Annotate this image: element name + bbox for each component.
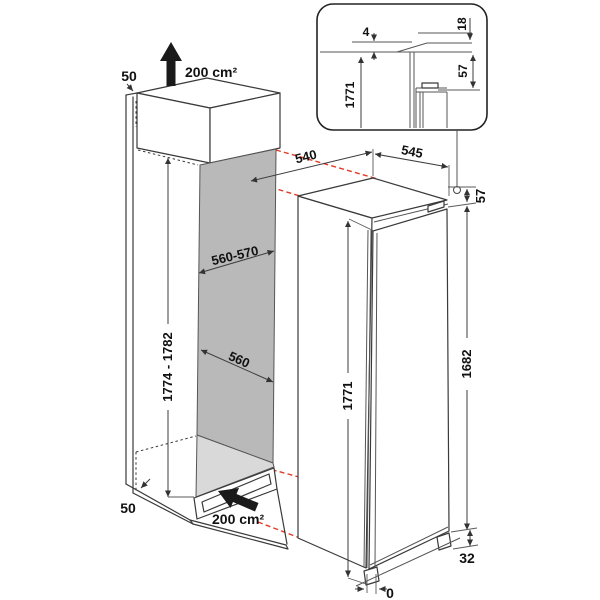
ext-door-bottom [450,527,478,533]
floor-line [355,537,461,587]
top-vent-duct [136,77,281,164]
bottom-clearance-label: 50 [120,500,136,516]
dim-depth-line [250,150,373,183]
top-clearance-leader [126,83,134,92]
wall-top-edge [125,92,138,96]
cabinet-niche [125,77,289,550]
hidden-edge-niche-top [137,149,199,166]
appliance-height-label: 1771 [340,382,355,411]
ext-foot-bottom [452,544,479,550]
bottom-clearance-leader [140,478,151,489]
inset-air-deflector [396,32,472,53]
dimension-labels: 50 200 cm² 560-570 560 1774 - 1782 50 20… [120,17,488,600]
top-vent-area-label: 200 cm² [185,64,237,80]
detail-inset [316,3,488,194]
inset-deflector-label: 18 [455,17,469,31]
inset-gap-label: 4 [363,25,370,39]
door-height-label: 1682 [459,350,474,379]
fridge-top-face [297,177,448,219]
door-bottom-rim [369,526,449,566]
ext-front-flush [366,574,377,594]
ext-appl-height-top [348,218,375,232]
plinth-height-label: 32 [459,550,475,566]
cabinet-bottom-left-edges [125,483,194,525]
door-top-hinge [427,200,445,213]
niche-back-panel [196,148,277,464]
airflow-up-arrow-icon [160,42,182,86]
ext-door-top [447,202,477,208]
niche-floor [195,434,275,498]
bottom-vent-area-label: 200 cm² [212,511,264,527]
fridge-door [368,208,450,570]
top-clearance-label: 50 [121,68,137,84]
front-flush-label: 0 [386,585,394,600]
fridge-side-panel [297,195,373,569]
hinge-position-marker [453,186,461,194]
airflow-inlet-arrow-icon [218,488,259,512]
door-inner-line [374,232,378,567]
appliance-depth-label: 540 [294,147,319,167]
fridge-rear-foot [436,532,452,551]
appliance-top-gap-label: 57 [473,189,488,203]
inset-niche-height-label: 1771 [343,81,357,108]
door-edge-gap-lines [363,229,372,569]
inset-hinge-section [421,82,439,89]
cabinet-bottom-front-edges [189,488,289,550]
inset-clearance-label: 57 [456,64,470,78]
dim-width-line [374,152,449,169]
hidden-edge-niche-bottom [135,435,197,453]
niche-height-label: 1774 - 1782 [160,332,175,401]
dim-niche-width-line [198,249,275,275]
appliance-width-label: 545 [400,142,424,161]
dim-niche-depth-line [200,349,274,383]
inset-cabinet-wall-section [409,52,415,128]
ext-appl-height-bottom [347,577,367,585]
duct-right-face [209,92,281,164]
appliance-dimensions [250,149,479,594]
niche-dimensions [126,83,275,498]
refrigerator [297,177,461,587]
inset-callout-box [316,3,488,131]
